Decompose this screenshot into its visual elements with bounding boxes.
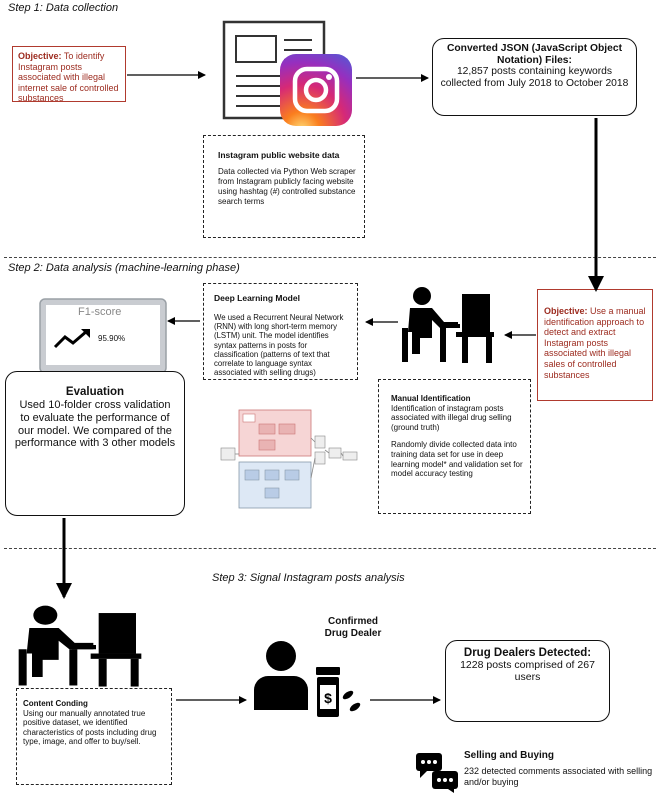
step2-label: Step 2: Data analysis (machine-learning … — [8, 262, 240, 274]
content-coding-box: Content Conding Using our manually annot… — [16, 688, 172, 785]
step1-label: Step 1: Data collection — [8, 2, 119, 14]
evaluation-text: Used 10-folder cross validation to evalu… — [14, 399, 176, 450]
manual-identification-text-1: Identification of instagram posts associ… — [391, 403, 512, 432]
objective-1-text: To identify Instagram posts associated w… — [18, 51, 119, 104]
separator-2 — [4, 548, 656, 549]
selling-buying-text: 232 detected comments associated with se… — [464, 766, 653, 787]
deep-learning-text: We used a Recurrent Neural Network (RNN)… — [214, 313, 344, 378]
objective-1-label: Objective: — [18, 51, 62, 61]
drug-dealers-detected-title: Drug Dealers Detected: — [463, 647, 592, 659]
manual-identification-title: Manual Identification — [391, 394, 471, 403]
svg-text:$: $ — [324, 690, 332, 706]
json-files-text: 12,857 posts containing keywords collect… — [440, 66, 629, 89]
dealer-person-icon — [254, 641, 308, 710]
step3-label: Step 3: Signal Instagram posts analysis — [212, 572, 405, 584]
drug-dealers-detected-box: Drug Dealers Detected: 1228 posts compri… — [445, 640, 610, 722]
deep-learning-box: Deep Learning Model We used a Recurrent … — [203, 283, 358, 380]
evaluation-title: Evaluation — [65, 386, 125, 398]
manual-identification-box: Manual Identification Identification of … — [378, 379, 531, 514]
drug-dealers-detected-text: 1228 posts comprised of 267 users — [460, 658, 595, 683]
trend-arrow-icon — [53, 329, 90, 349]
person-at-computer-icon — [402, 287, 494, 363]
manual-identification-text-2: Randomly divide collected data into trai… — [391, 440, 523, 479]
f1-score-label: F1-score — [78, 306, 122, 318]
objective-2-text: Use a manual identification approach to … — [544, 306, 646, 380]
network-diagram-icon — [220, 409, 358, 509]
objective-1-box: Objective: To identify Instagram posts a… — [12, 46, 126, 104]
f1-score-value: 95.90% — [98, 334, 126, 343]
instagram-data-box: Instagram public website data Data colle… — [203, 135, 365, 238]
content-coding-text: Using our manually annotated true positi… — [23, 708, 157, 747]
chat-bubbles-icon — [416, 753, 458, 793]
objective-2-box: Objective: Use a manual identification a… — [537, 289, 653, 401]
deep-learning-title: Deep Learning Model — [214, 293, 300, 303]
evaluation-box: Evaluation Used 10-folder cross validati… — [5, 371, 185, 516]
content-coding-title: Content Conding — [23, 699, 88, 708]
separator-1 — [4, 257, 656, 258]
pill-bottle-icon: $ — [316, 667, 361, 717]
objective-2-label: Objective: — [544, 306, 588, 316]
json-files-title: Converted JSON (JavaScript Object Notati… — [446, 43, 623, 66]
instagram-icon — [280, 54, 352, 126]
selling-buying-title: Selling and Buying — [464, 750, 555, 761]
person-at-computer-icon-2 — [18, 605, 142, 687]
confirmed-dealer-label: Confirmed Drug Dealer — [324, 616, 382, 639]
instagram-data-text: Data collected via Python Web scraper fr… — [218, 167, 356, 206]
json-files-box: Converted JSON (JavaScript Object Notati… — [432, 38, 637, 116]
instagram-data-title: Instagram public website data — [218, 150, 340, 160]
